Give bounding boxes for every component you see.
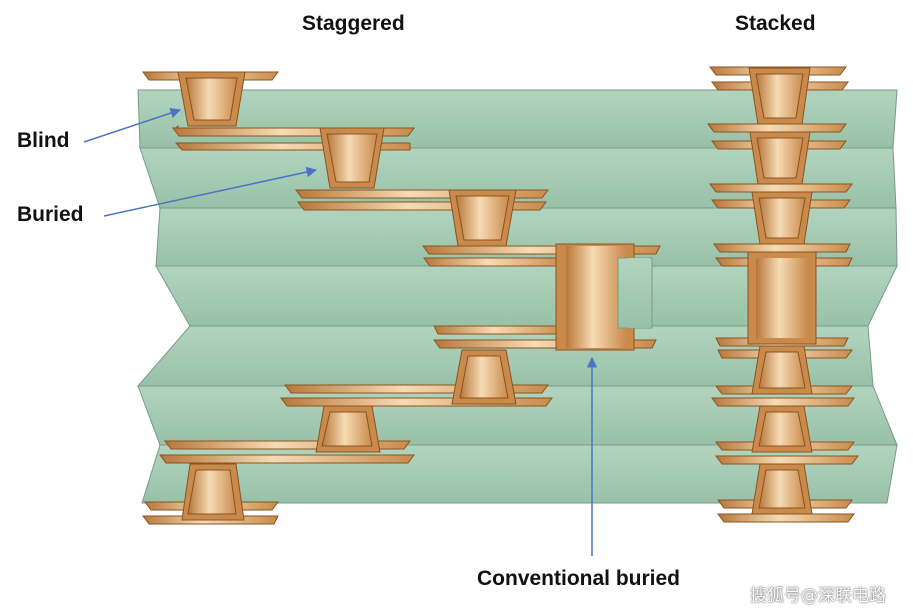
stack-pad-3	[709, 183, 853, 193]
stack-via-5	[751, 345, 813, 395]
staggered-heading: Staggered	[302, 12, 405, 35]
trace-level6b	[159, 454, 415, 464]
stack-pad-2	[707, 123, 847, 133]
conventional-buried-label: Conventional buried	[477, 567, 681, 590]
conventional-buried-via	[555, 243, 653, 351]
watermark: 搜狐号@深联电路	[750, 586, 886, 606]
stack-via-3	[751, 191, 813, 245]
stack-pad-4	[713, 243, 851, 253]
stack-pad-8b	[717, 513, 855, 523]
blind-label: Blind	[17, 129, 70, 152]
staggered-via-5	[451, 349, 517, 405]
stack-via-1	[748, 67, 811, 125]
stacked-heading: Stacked	[735, 12, 816, 35]
pointer-arrows	[83, 108, 598, 556]
blind-arrow	[83, 108, 181, 143]
stack-pad-7b	[715, 455, 859, 465]
buried-arrow	[103, 166, 318, 217]
stack-via-4	[747, 251, 817, 345]
stacked-vias	[747, 67, 817, 515]
stack-via-6	[751, 405, 813, 453]
buried-via	[319, 127, 385, 189]
stack-via-7	[751, 463, 813, 515]
stack-via-2	[749, 131, 811, 185]
stack-pad-6b	[711, 397, 855, 407]
staggered-via-3	[448, 189, 517, 247]
buried-label: Buried	[17, 203, 84, 226]
trace-level4	[433, 325, 567, 335]
blind-via-bottom	[181, 463, 245, 521]
staggered-vias	[177, 71, 653, 521]
trace-level3b	[423, 257, 567, 267]
blind-via	[177, 71, 246, 127]
staggered-via-6	[315, 405, 381, 453]
